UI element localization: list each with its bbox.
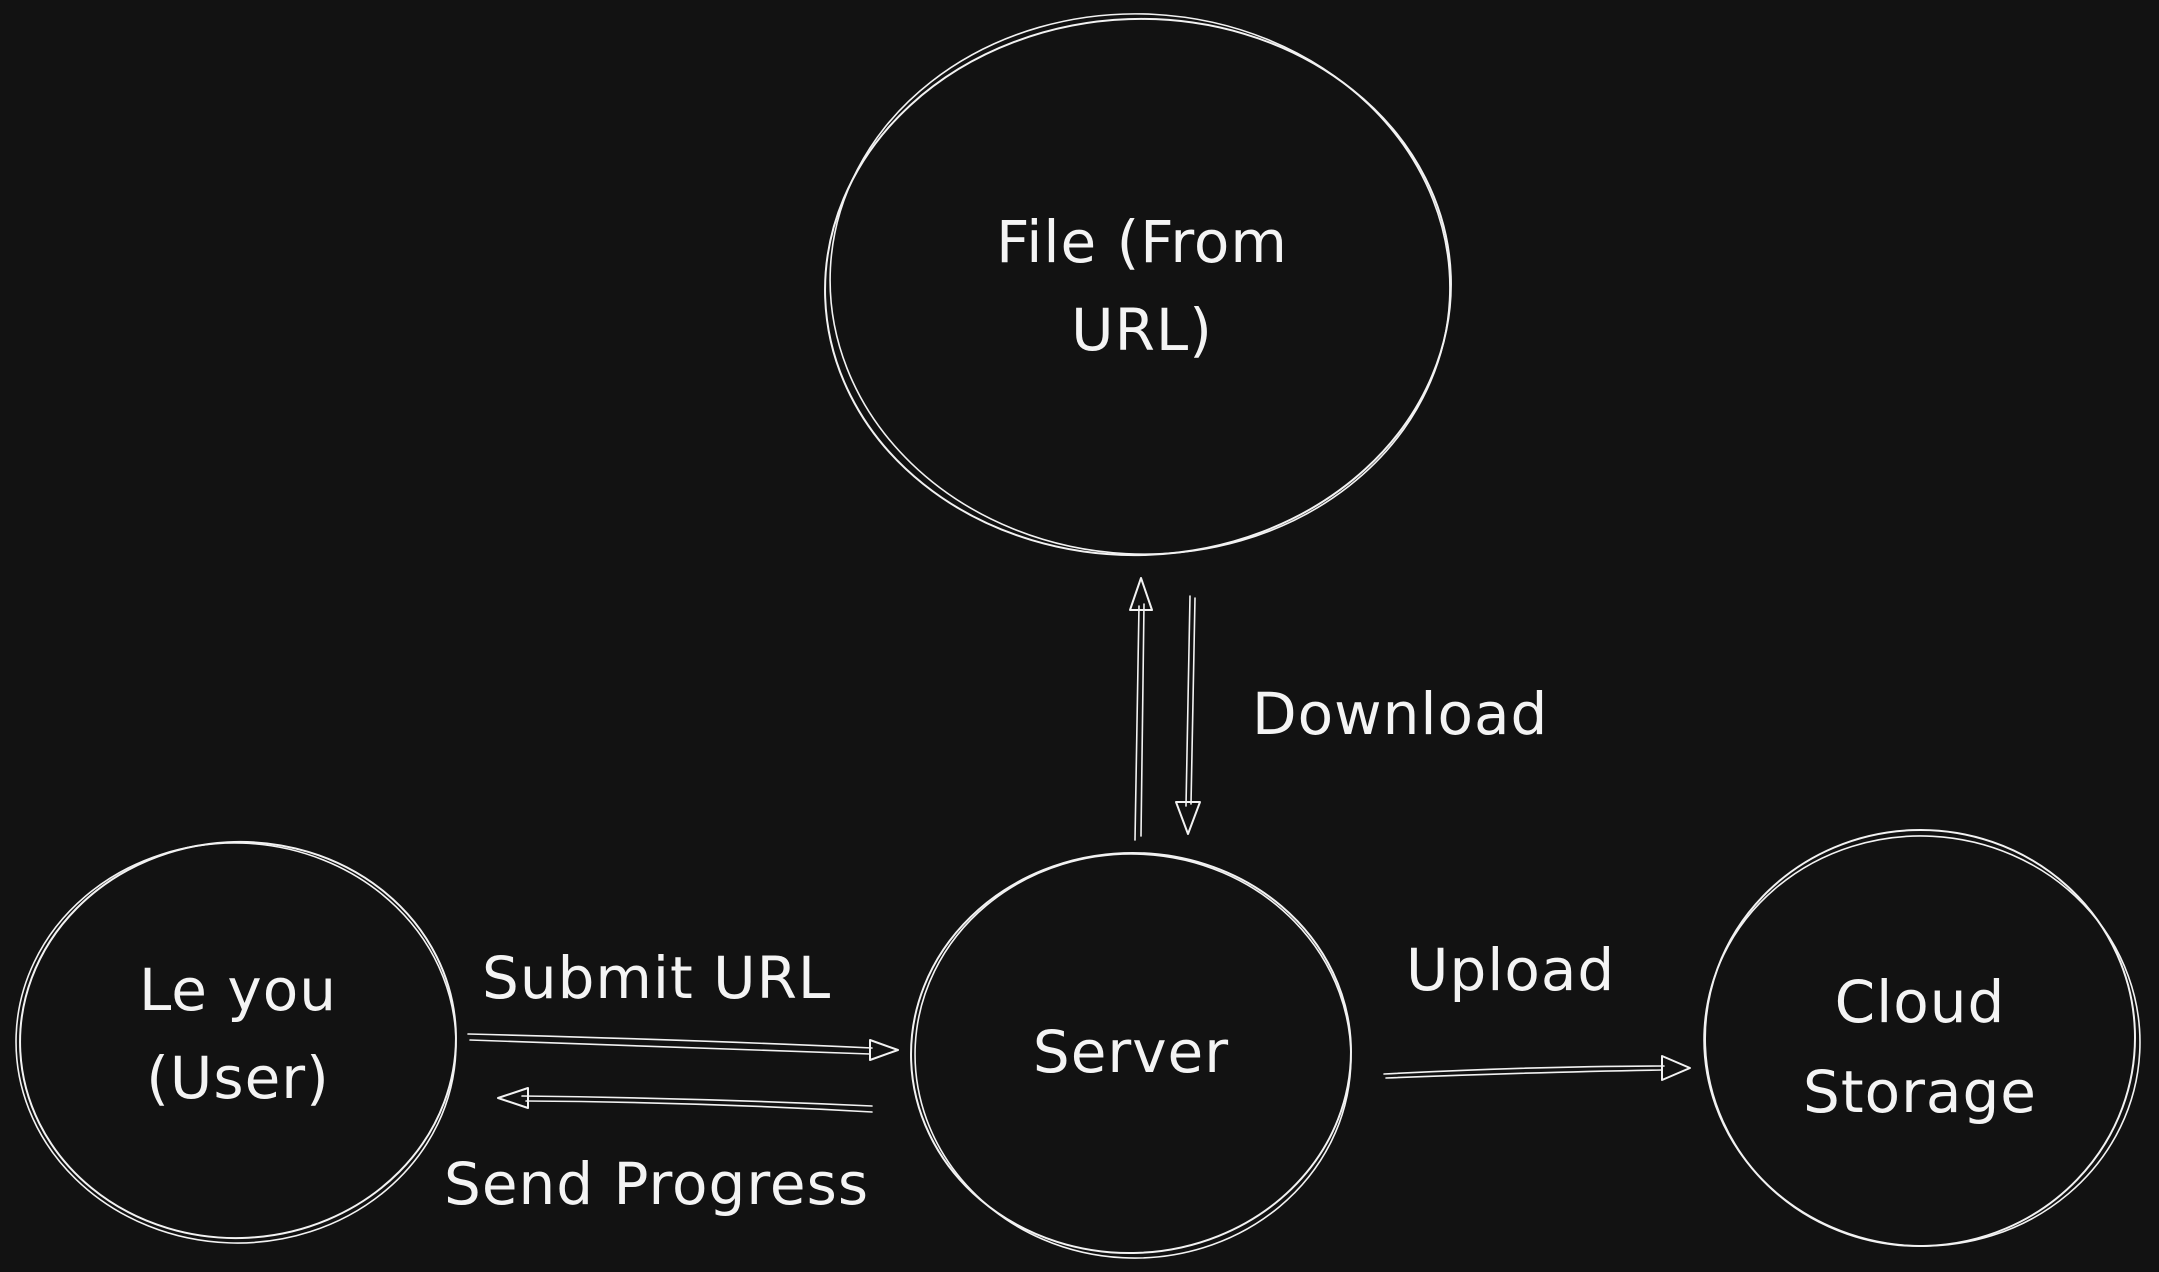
node-cloud-outline xyxy=(1704,828,2136,1248)
edge-send-progress-line xyxy=(521,1095,873,1107)
edge-submit-url-line-sketch xyxy=(469,1039,871,1055)
edge-upload-label: Upload xyxy=(1406,936,1615,1004)
edge-submit-url-label: Submit URL xyxy=(482,944,831,1012)
edge-upload-line xyxy=(1383,1065,1665,1075)
node-user-outline-sketch xyxy=(15,842,457,1244)
edge-server-to-file-arrowhead xyxy=(1129,577,1153,611)
node-server-outline-sketch xyxy=(914,853,1352,1259)
edge-send-progress-line-sketch xyxy=(525,1100,873,1113)
edge-send-progress-arrowhead xyxy=(497,1087,529,1109)
node-user-label-line1: Le you xyxy=(139,956,337,1024)
node-server[interactable]: Server xyxy=(904,843,1361,1269)
edge-download[interactable]: Download xyxy=(1175,595,1548,835)
edge-server-to-file[interactable] xyxy=(1129,577,1153,841)
edge-submit-url[interactable]: Submit URL xyxy=(467,944,899,1061)
node-file-label-line2: URL) xyxy=(1071,296,1213,364)
node-cloud-label-line2: Storage xyxy=(1803,1058,2037,1126)
edge-download-line-sketch xyxy=(1190,597,1196,805)
edge-upload[interactable]: Upload xyxy=(1383,936,1691,1081)
edge-download-arrowhead xyxy=(1175,801,1201,835)
edge-send-progress-label: Send Progress xyxy=(444,1150,869,1218)
edge-submit-url-arrowhead xyxy=(869,1039,899,1061)
edge-download-label: Download xyxy=(1252,680,1548,748)
node-file[interactable]: File (From URL) xyxy=(816,0,1464,570)
node-file-outline xyxy=(824,17,1452,557)
edge-server-to-file-line-sketch xyxy=(1140,603,1145,837)
node-user-outline xyxy=(19,840,457,1240)
edge-send-progress[interactable]: Send Progress xyxy=(444,1087,873,1218)
node-user[interactable]: Le you (User) xyxy=(9,831,466,1251)
node-cloud-label-line1: Cloud xyxy=(1835,968,2006,1036)
node-cloud-outline-sketch xyxy=(1703,835,2141,1247)
edge-upload-line-sketch xyxy=(1385,1069,1663,1079)
node-cloud-storage[interactable]: Cloud Storage xyxy=(1694,823,2151,1258)
edge-submit-url-line xyxy=(467,1033,873,1049)
edge-upload-arrowhead xyxy=(1661,1055,1691,1081)
node-file-outline-sketch xyxy=(829,13,1451,555)
node-file-label-line1: File (From xyxy=(996,208,1288,276)
edge-download-line xyxy=(1185,595,1191,807)
edge-server-to-file-line xyxy=(1134,605,1140,841)
node-server-label: Server xyxy=(1033,1018,1229,1086)
node-user-label-line2: (User) xyxy=(146,1044,329,1112)
